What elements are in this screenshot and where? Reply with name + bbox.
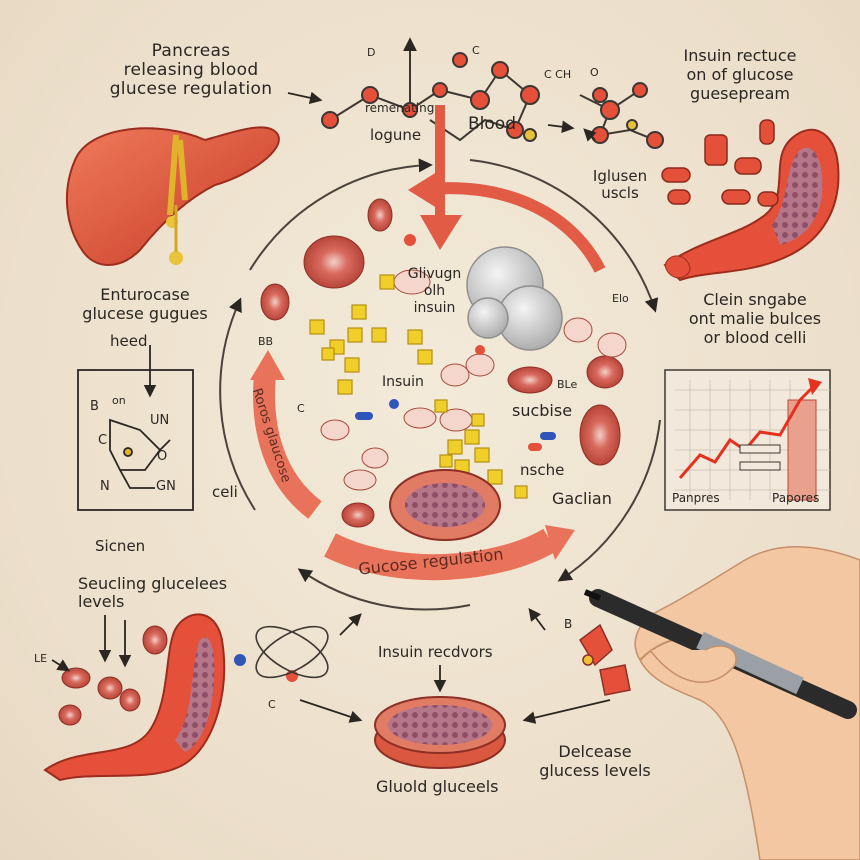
main-cycle-ring — [219, 158, 661, 611]
top-left-title: Pancreas releasing blood glucese regulat… — [109, 41, 273, 99]
ring-sucbise-label: sucbise — [512, 401, 573, 420]
ring-bb-label: BB — [258, 335, 274, 348]
bottom-center-label: Gluold gluceels — [376, 777, 499, 796]
cell-dish — [374, 696, 506, 769]
top-red-arrows — [408, 105, 606, 273]
chart-label-left: Panpres — [672, 491, 720, 505]
hand-b-label: B — [564, 617, 573, 631]
top-small-ch: C CH — [544, 68, 572, 81]
heed-label: heed — [110, 332, 148, 350]
left-curved-arrow — [250, 350, 322, 519]
remenating-label: remenating — [365, 101, 435, 115]
chart-label-right: Papores — [772, 491, 820, 505]
pancreas-icon — [663, 128, 840, 282]
left-title: Enturocase glucese gugues — [82, 285, 208, 323]
blood-label: Blood — [468, 114, 516, 134]
insuin-recdvors-label: Insuin recdvors — [378, 643, 493, 661]
line-chart-icon — [664, 369, 831, 511]
structure-gn: GN — [156, 479, 176, 494]
right-title: Clein sngabe ont malie bulces or blood c… — [688, 290, 822, 347]
ring-insuin-label: Insuin — [382, 374, 424, 390]
top-right-title: Insuin rectuce on of glucose guesepream — [683, 46, 797, 103]
celi-label: celi — [212, 483, 238, 501]
capsule-molecules — [234, 234, 556, 682]
bottom-right-label: Delcease glucess levels — [539, 742, 651, 780]
ring-gaclian-label: Gaclian — [552, 489, 612, 508]
liver-icon — [65, 126, 280, 266]
iglusen-label: Iglusen uscls — [592, 167, 648, 202]
pill-capsules — [661, 119, 779, 207]
logune-label: logune — [370, 126, 422, 144]
bottom-pancreas-icon — [43, 613, 226, 782]
blood-cell-icon — [58, 198, 627, 726]
ring-small-c-label: C — [268, 698, 276, 711]
bottom-banner-arrow — [324, 525, 575, 581]
sicnen-label: Sicnen — [95, 537, 146, 555]
small-organ-icon — [579, 623, 631, 696]
top-small-c: C — [472, 44, 480, 57]
structure-o: O — [157, 449, 168, 464]
structure-n: N — [100, 479, 110, 494]
ring-ble-label: BLe — [557, 378, 578, 391]
ring-nsche-label: nsche — [520, 461, 565, 479]
mitochondrion — [389, 469, 501, 541]
top-small-o: O — [590, 66, 599, 79]
label-arrows — [51, 91, 611, 724]
hand-with-pen-icon — [583, 546, 860, 860]
top-small-d: D — [367, 46, 376, 59]
chemical-structure-icon — [77, 345, 194, 511]
bottom-left-le: LE — [34, 652, 48, 665]
ring-glycogen-label: Glivugn olh insuin — [407, 266, 462, 316]
receptor-icon — [255, 625, 329, 679]
structure-un: UN — [150, 413, 170, 428]
structure-b: B — [90, 399, 99, 414]
ring-elo-label: Elo — [612, 292, 629, 305]
structure-on: on — [112, 394, 126, 407]
glucose-blocks — [309, 274, 528, 499]
bottom-left-title: Seucling glucelees levels — [78, 574, 228, 611]
ring-c-label: C — [297, 402, 305, 415]
insulin-cloud-icon — [466, 246, 563, 351]
structure-c: C — [98, 433, 108, 448]
